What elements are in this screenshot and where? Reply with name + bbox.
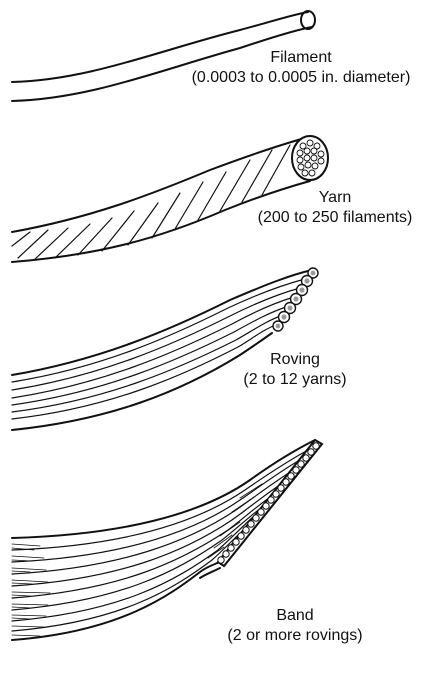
filament-end <box>301 11 315 29</box>
yarn-detail: (200 to 250 filaments) <box>255 208 415 228</box>
band-roving-lines <box>12 450 308 631</box>
band-bottom-edge <box>12 562 220 640</box>
band-top-edge <box>12 440 315 538</box>
filament-detail: (0.0003 to 0.0005 in. diameter) <box>170 68 432 88</box>
yarn-label: Yarn (200 to 250 filaments) <box>255 188 415 228</box>
roving-drawing <box>12 268 318 430</box>
band-title: Band <box>205 606 385 626</box>
filament-title: Filament <box>170 48 432 68</box>
filament-label: Filament (0.0003 to 0.0005 in. diameter) <box>170 48 432 88</box>
roving-detail: (2 to 12 yarns) <box>230 370 360 390</box>
roving-yarn-lines <box>12 279 305 419</box>
band-detail: (2 or more rovings) <box>205 626 385 646</box>
yarn-hatching <box>12 145 290 260</box>
band-label: Band (2 or more rovings) <box>205 606 385 646</box>
yarn-title: Yarn <box>255 188 415 208</box>
roving-title: Roving <box>230 350 360 370</box>
roving-label: Roving (2 to 12 yarns) <box>230 350 360 390</box>
